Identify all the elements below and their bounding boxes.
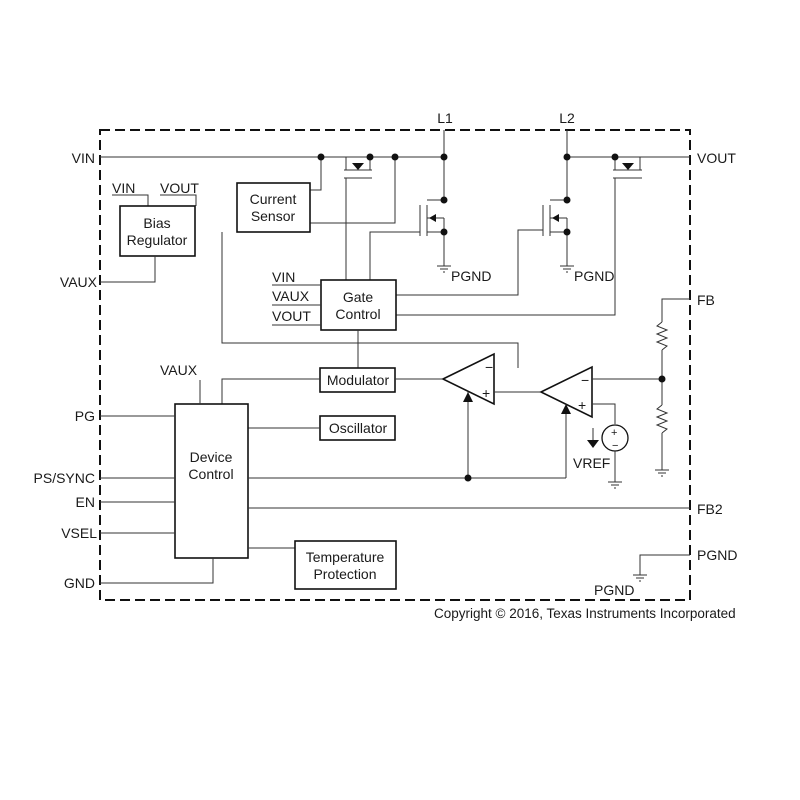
device-control-label-2: Control [188, 466, 233, 482]
pin-fb2: FB2 [697, 501, 723, 517]
svg-text:+: + [611, 427, 617, 439]
bias-regulator-block [119, 205, 196, 257]
feedback-divider [655, 298, 690, 477]
pgnd-l1-label: PGND [451, 268, 491, 284]
pin-vsel: VSEL [61, 525, 97, 541]
bias-regulator-label-2: Regulator [127, 232, 188, 248]
device-control-block [174, 403, 249, 559]
package-outline [99, 129, 691, 601]
svg-text:−: − [581, 372, 589, 388]
temperature-protection-label-1: Temperature [306, 549, 385, 565]
vref-source: + − [587, 424, 629, 489]
vin-rail [100, 130, 445, 158]
device-control-label-1: Device [190, 449, 233, 465]
copyright-notice: Copyright © 2016, Texas Instruments Inco… [434, 606, 736, 621]
svg-text:+: + [578, 397, 586, 413]
l1-switch-transistor [369, 157, 451, 280]
pin-pgnd: PGND [697, 547, 737, 563]
gate-in-vin-label: VIN [272, 269, 295, 285]
modulator-block [319, 367, 396, 393]
pin-pg: PG [75, 408, 95, 424]
device-in-vaux-label: VAUX [160, 362, 198, 378]
pin-vout: VOUT [697, 150, 736, 166]
gate-in-vaux-label: VAUX [272, 288, 310, 304]
svg-text:+: + [482, 385, 490, 401]
pin-fb: FB [697, 292, 715, 308]
pgnd-bottom-label: PGND [594, 582, 634, 598]
pin-vin: VIN [72, 150, 95, 166]
gate-control-block [320, 279, 397, 331]
bias-regulator-label-1: Bias [143, 215, 170, 231]
svg-text:−: − [612, 440, 618, 452]
l2-switch-transistor [396, 157, 574, 296]
bias-in-vin-label: VIN [112, 180, 135, 196]
pin-gnd: GND [64, 575, 95, 591]
bias-in-vout-label: VOUT [160, 180, 199, 196]
output-sense-transistor [396, 157, 642, 316]
oscillator-label: Oscillator [329, 420, 388, 436]
gate-control-label-1: Gate [343, 289, 374, 305]
current-sensor-block [236, 182, 311, 233]
pin-en: EN [76, 494, 95, 510]
pin-vaux: VAUX [60, 274, 98, 290]
pin-ps-sync: PS/SYNC [34, 470, 95, 486]
pin-l2: L2 [559, 110, 575, 126]
current-sensor-label-2: Sensor [251, 208, 296, 224]
gate-in-vout-label: VOUT [272, 308, 311, 324]
vref-label: VREF [573, 455, 610, 471]
svg-text:−: − [485, 359, 493, 375]
comparator-amplifier [441, 352, 495, 406]
oscillator-block [319, 415, 396, 441]
input-sense-transistor [344, 157, 372, 280]
modulator-label: Modulator [327, 372, 390, 388]
temperature-protection-block [294, 540, 397, 590]
current-sensor-label-1: Current [250, 191, 297, 207]
vout-rail [566, 130, 690, 158]
pgnd-l2-label: PGND [574, 268, 614, 284]
temperature-protection-label-2: Protection [313, 566, 376, 582]
gate-control-label-2: Control [335, 306, 380, 322]
pin-l1: L1 [437, 110, 453, 126]
